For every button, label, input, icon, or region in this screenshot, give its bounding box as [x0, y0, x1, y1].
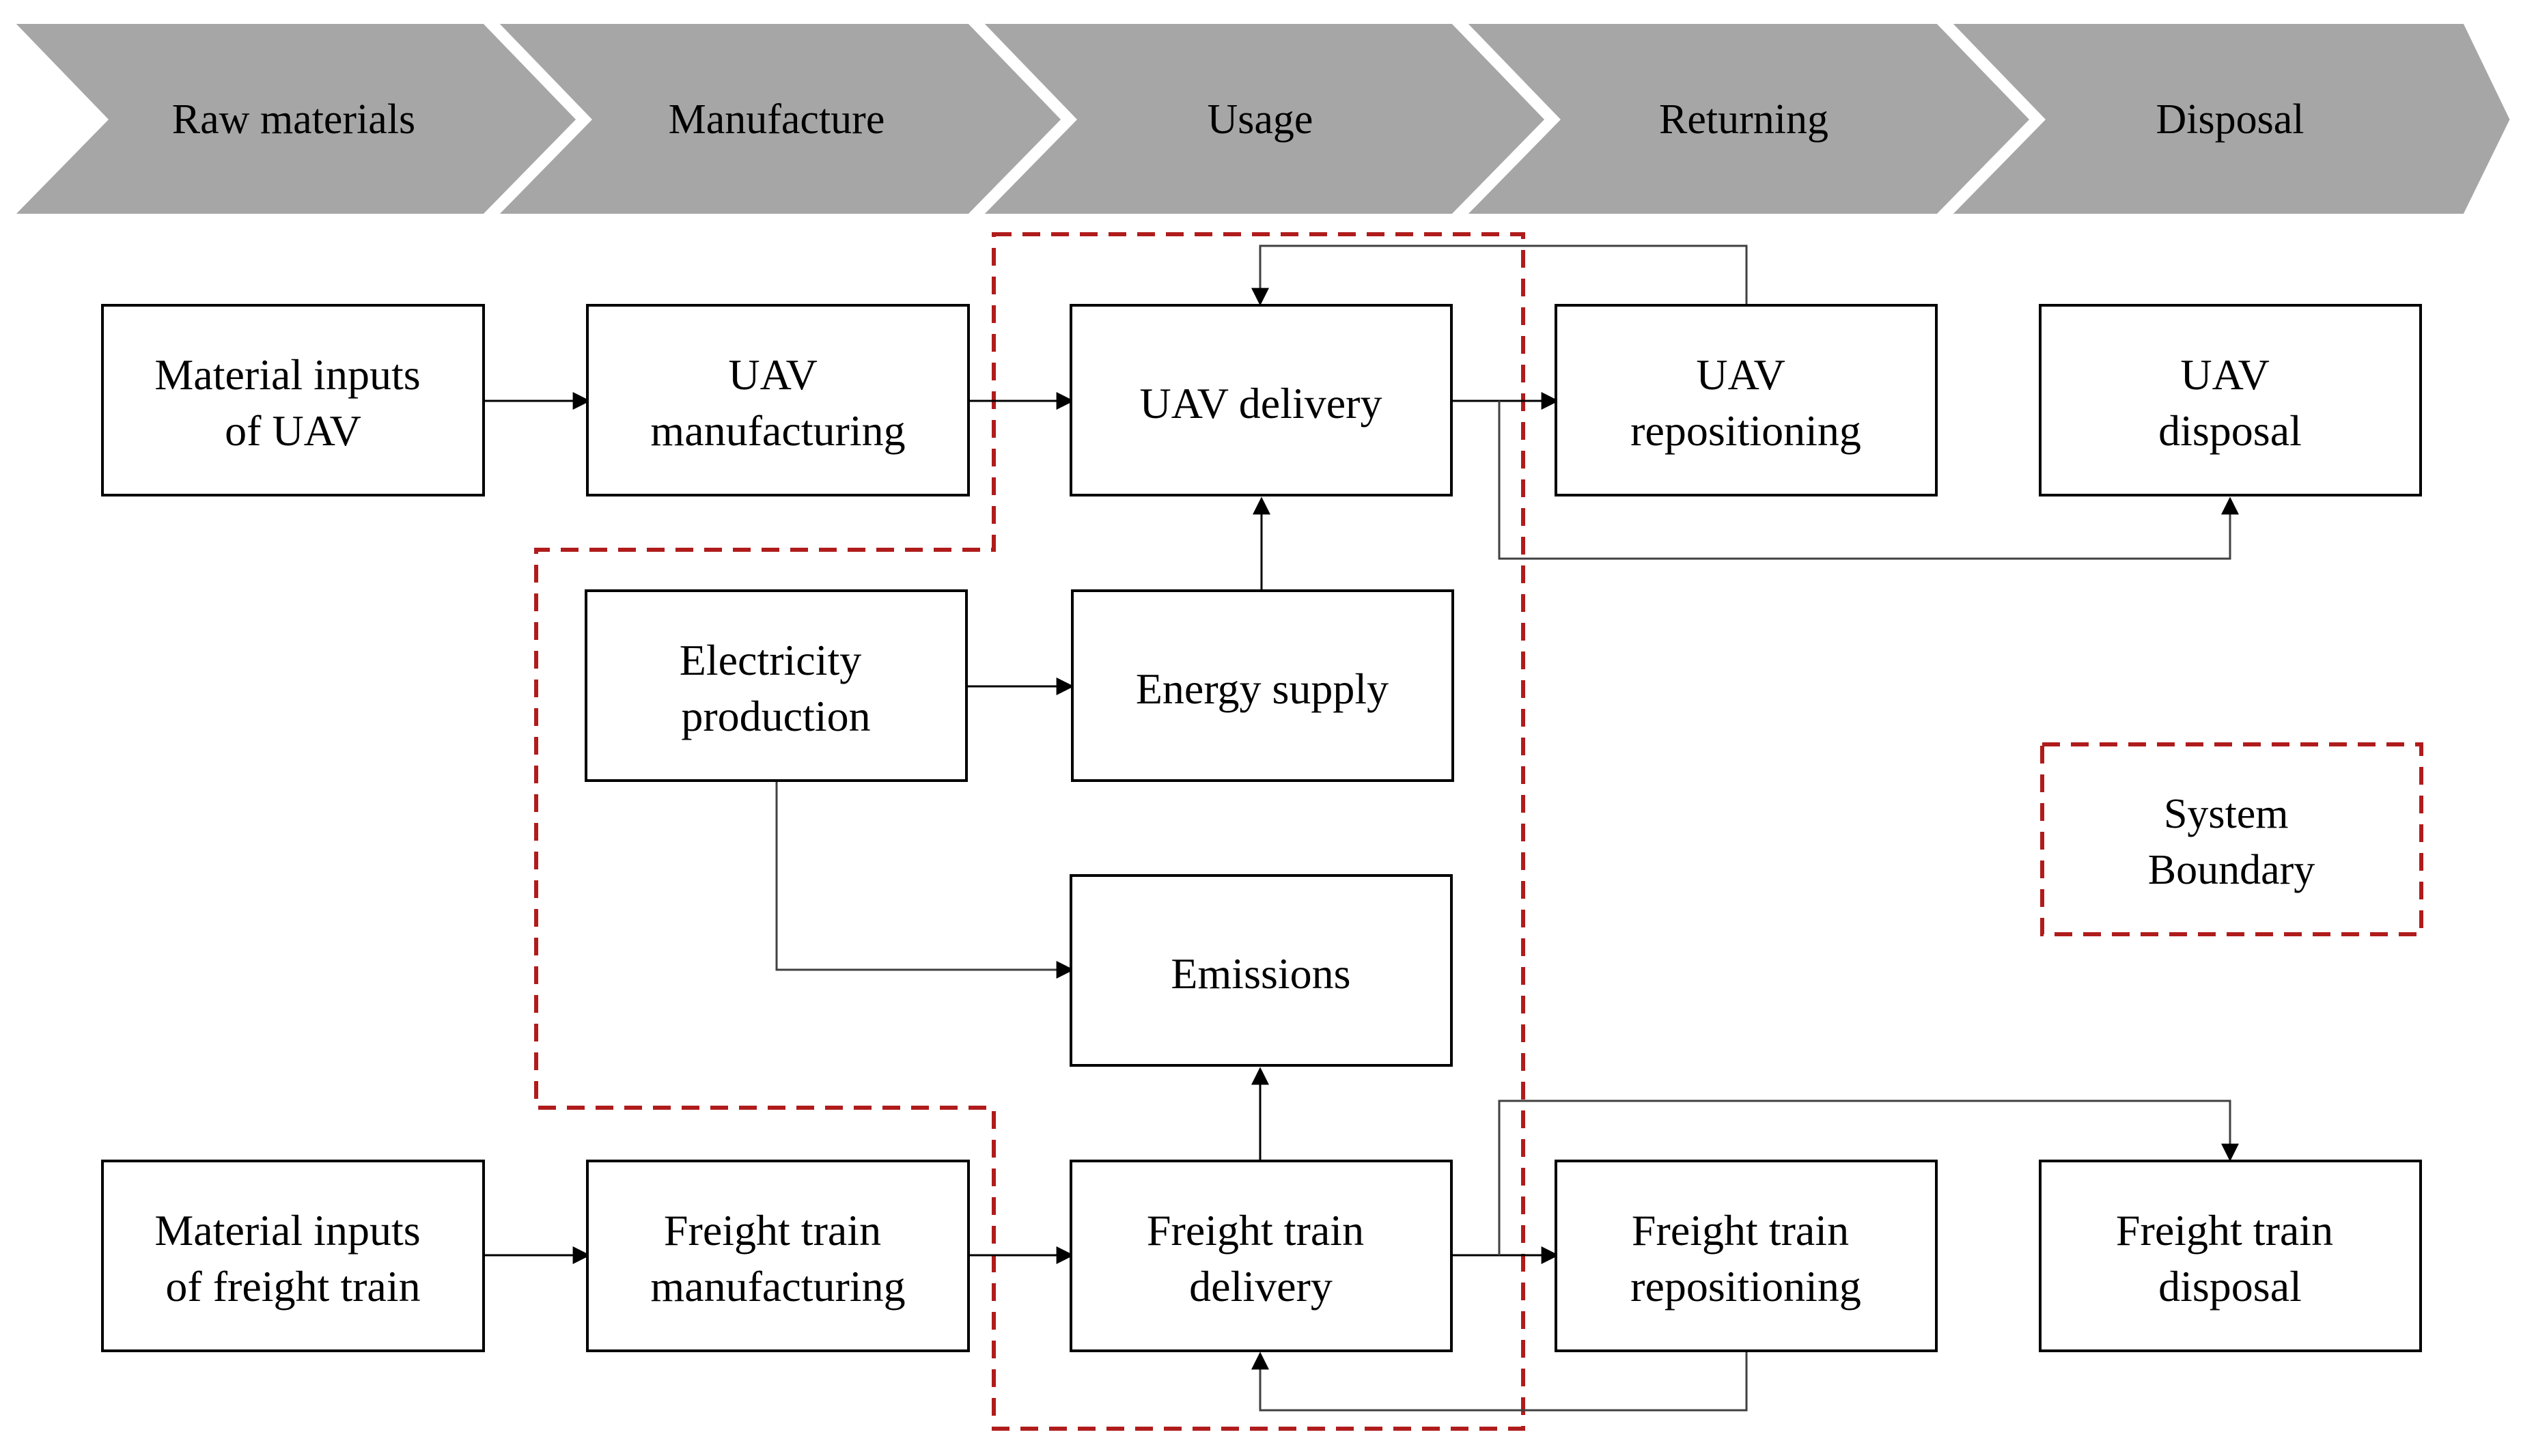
box-train-repositioning: Freight train repositioning [1555, 1160, 1938, 1352]
connectors [484, 244, 2239, 1412]
box-uav-delivery-line-1: UAV delivery [1140, 379, 1382, 428]
legend-label-line-2: Boundary [2148, 847, 2315, 893]
svg-text:Material inputs of fre: Material inputs of freight train [154, 1206, 431, 1311]
svg-text:System Boundary: System Boundary [2148, 791, 2315, 893]
box-energy-supply: Energy supply [1071, 589, 1454, 782]
svg-text:UAV repositioning: UAV repositioning [1630, 350, 1861, 455]
svg-text:Freight train disposal: Freight train disposal [2116, 1206, 2344, 1311]
box-train-material-inputs: Material inputs of freight train [101, 1160, 485, 1352]
stage-chevron-returning [1452, 17, 2039, 221]
box-uav-delivery: UAV delivery [1070, 304, 1453, 496]
svg-text:Freight train repositi: Freight train repositioning [1630, 1206, 1861, 1311]
box-train-repositioning-line-1: Freight train [1632, 1206, 1849, 1255]
arrow-train-repositioning-to-delivery [1251, 1351, 1748, 1412]
arrow-electricity-to-emissions [775, 782, 1074, 979]
box-emissions: Emissions [1070, 874, 1453, 1067]
box-electricity-production-line-2: production [681, 692, 870, 740]
stage-chevron-usage [969, 17, 1554, 221]
box-electricity-production: Electricity production [585, 589, 968, 782]
legend-label-line-1: System [2164, 791, 2289, 837]
box-uav-disposal-line-2: disposal [2158, 406, 2302, 455]
box-train-disposal: Freight train disposal [2039, 1160, 2422, 1352]
box-uav-repositioning: UAV repositioning [1555, 304, 1938, 496]
box-uav-manufacturing: UAV manufacturing [586, 304, 970, 496]
box-energy-supply-line-1: Energy supply [1136, 664, 1389, 713]
arrow-uav-repositioning-to-delivery [1251, 244, 1748, 306]
svg-text:Freight train delivery: Freight train delivery [1147, 1206, 1375, 1311]
box-train-delivery-line-2: delivery [1189, 1262, 1333, 1311]
svg-text:Material inputs of UAV: Material inputs of UAV [154, 350, 431, 455]
box-uav-material-inputs: Material inputs of UAV [101, 304, 485, 496]
arrow-uav-delivery-to-disposal [1498, 401, 2239, 560]
box-train-delivery: Freight train delivery [1070, 1160, 1453, 1352]
box-train-material-inputs-line-1: Material inputs [154, 1206, 420, 1255]
svg-text:Freight train manufact: Freight train manufacturing [650, 1206, 905, 1311]
system-boundary-outline [534, 232, 1525, 1431]
arrow-train-delivery-to-disposal [1498, 1100, 2239, 1255]
box-uav-repositioning-line-2: repositioning [1630, 406, 1861, 455]
box-train-delivery-line-1: Freight train [1147, 1206, 1364, 1255]
stage-chevron-disposal [1937, 17, 2518, 221]
box-electricity-production-line-1: Electricity [680, 636, 862, 684]
stage-label-returning: Returning [1659, 96, 1828, 143]
box-train-material-inputs-line-2: of freight train [165, 1262, 420, 1311]
box-train-manufacturing: Freight train manufacturing [586, 1160, 970, 1352]
stage-label-manufacture: Manufacture [669, 96, 885, 143]
box-uav-repositioning-line-1: UAV [1696, 350, 1785, 399]
box-train-manufacturing-line-2: manufacturing [650, 1262, 905, 1311]
box-train-disposal-line-2: disposal [2158, 1262, 2302, 1311]
stage-label-disposal: Disposal [2156, 96, 2304, 143]
box-train-disposal-line-1: Freight train [2116, 1206, 2333, 1255]
box-uav-disposal-line-1: UAV [2180, 350, 2269, 399]
legend-boundary-swatch [2040, 742, 2423, 936]
box-uav-material-inputs-line-2: of UAV [225, 406, 361, 455]
process-boxes: Material inputs of UAV UAV manufacturing… [101, 304, 2422, 1352]
box-uav-manufacturing-line-1: UAV [728, 350, 817, 399]
svg-text:UAV disposal: UAV disposal [2158, 350, 2302, 455]
box-train-manufacturing-line-1: Freight train [664, 1206, 881, 1255]
svg-text:UAV manufacturing: UAV manufacturing [650, 350, 905, 455]
legend: System Boundary [2040, 742, 2423, 936]
stage-label-usage: Usage [1208, 96, 1313, 143]
box-uav-manufacturing-line-2: manufacturing [650, 406, 905, 455]
stage-chevron-manufacture [484, 17, 1070, 221]
svg-text:Electricity production: Electricity production [680, 636, 873, 740]
box-uav-disposal: UAV disposal [2039, 304, 2422, 496]
box-uav-material-inputs-line-1: Material inputs [154, 350, 420, 399]
box-emissions-line-1: Emissions [1171, 949, 1350, 998]
stage-label-raw-materials: Raw materials [172, 96, 415, 143]
stage-banner: Raw materials Manufacture Usage Returnin… [0, 17, 2518, 221]
box-train-repositioning-line-2: repositioning [1630, 1262, 1861, 1311]
stage-chevron-raw-materials [0, 17, 585, 221]
